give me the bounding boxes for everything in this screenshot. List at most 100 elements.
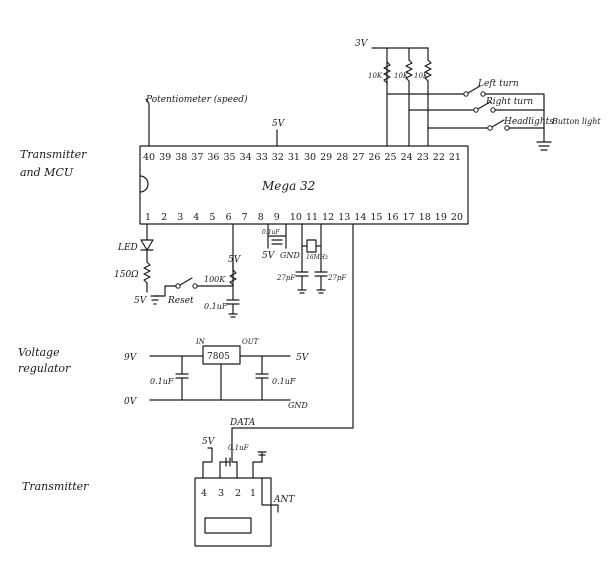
resistor-150	[143, 261, 151, 293]
mcu-pin-label: 4	[193, 212, 199, 223]
mcu-pin-label: 33	[256, 152, 268, 163]
mcu-pin-label: 24	[401, 152, 413, 163]
reg-cap-in-label: 0.1uF	[150, 377, 174, 386]
mcu-pin-label: 29	[320, 152, 332, 163]
reg-gnd-label: GND	[288, 401, 308, 410]
switch-headlights-contact-a	[487, 125, 493, 131]
regulator-label: 7805	[207, 352, 230, 362]
resistor-10k-2	[424, 59, 432, 99]
data-line	[231, 223, 354, 439]
ground-reset	[150, 295, 160, 305]
mcu-pin-label: 6	[226, 212, 232, 223]
reg-cap-out-label: 0.1uF	[272, 377, 296, 386]
chip-notch	[139, 175, 149, 193]
crystal-label: 16MHz	[306, 254, 329, 261]
tx-5v-label: 5V	[202, 437, 216, 447]
crystal-oscillator: 16MHz 27pF 27pF	[276, 223, 347, 294]
right-turn-label: Right turn	[485, 97, 533, 107]
reset-circuit: Reset 5V 100K 0.1uF	[150, 223, 242, 318]
cap27-right-label: 27pF	[327, 274, 347, 282]
mcu-pin-label: 13	[338, 212, 350, 223]
mcu-pin-label: 12	[322, 212, 334, 223]
pin10-cap-label: 0.1uF	[262, 229, 280, 236]
tx-pin-2: 2	[235, 488, 241, 499]
section-label-mcu-1: Transmitter	[20, 148, 87, 161]
pin11-gnd-label: GND	[280, 251, 300, 260]
pin32-vcc-label: 5V	[272, 119, 286, 129]
chip-label: Mega 32	[261, 179, 315, 193]
mcu-pin-label: 8	[258, 212, 264, 223]
ant-label: ANT	[273, 495, 295, 505]
reset-switch-contact-a	[175, 283, 181, 289]
section-label-regulator-1: Voltage	[18, 346, 60, 359]
mcu-pin-label: 16	[387, 212, 399, 223]
pin10-11-decoupling: 0.1uF 5V GND	[262, 223, 300, 261]
led-label: LED	[117, 243, 138, 253]
tx-pin-1: 1	[250, 488, 256, 499]
r10k-label-2: 10K	[414, 72, 429, 80]
switch-left-turn-contact-a	[463, 91, 469, 97]
reset-label: Reset	[167, 296, 194, 306]
mcu-pin-label: 27	[352, 152, 364, 163]
r100k-label: 100K	[204, 275, 226, 284]
mcu-pin-label: 35	[224, 152, 236, 163]
mcu-pin-label: 17	[403, 212, 415, 223]
potentiometer-label: Potentiometer (speed)	[145, 94, 248, 105]
reset-5v-label: 5V	[228, 255, 242, 265]
mcu-pin-label: 28	[336, 152, 348, 163]
r150-label: 150Ω	[114, 270, 139, 280]
v9-label: 9V	[124, 353, 138, 363]
mcu-pin-label: 5	[209, 212, 215, 223]
r10k-label-1: 10K	[394, 72, 409, 80]
mcu-pin-label: 3	[177, 212, 183, 223]
mcu-pin-label: 39	[159, 152, 171, 163]
mcu-pin-label: 26	[368, 152, 380, 163]
mcu-pin-label: 34	[240, 152, 252, 163]
v0-label: 0V	[124, 397, 138, 407]
mcu-pin-label: 7	[242, 212, 248, 223]
mcu-pin-label: 14	[354, 212, 366, 223]
mcu-pin-label: 25	[385, 152, 397, 163]
section-label-transmitter: Transmitter	[22, 480, 89, 493]
ground-switches	[536, 141, 552, 151]
transmitter-body	[194, 477, 272, 547]
mcu-pin-label: 40	[143, 152, 155, 163]
led-gnd-5v-label: 5V	[134, 296, 148, 306]
section-label-regulator-2: regulator	[18, 362, 71, 375]
mcu-pin-label: 36	[207, 152, 219, 163]
mcu-pin-label: 38	[175, 152, 187, 163]
mcu-pin-label: 30	[304, 152, 316, 163]
switch-pullup-network: 3V 10K 10K 10K Left turn Right turn Head…	[355, 39, 601, 151]
mcu-pin-label: 37	[191, 152, 203, 163]
reset-cap-label: 0.1uF	[204, 302, 228, 311]
out-label: OUT	[242, 338, 260, 346]
pin32-vcc: 5V	[272, 119, 286, 147]
mcu-pin-label: 31	[288, 152, 300, 163]
headlights-label: Headlights	[503, 117, 554, 127]
vcc-3v-label: 3V	[355, 39, 369, 49]
tx-cap-label: 0.1uF	[228, 444, 250, 452]
left-turn-label: Left turn	[477, 79, 519, 89]
mcu-pin-label: 18	[419, 212, 431, 223]
button-light-label: Button light	[551, 117, 601, 126]
mcu-pin-label: 32	[272, 152, 284, 163]
section-label-mcu-2: and MCU	[20, 166, 74, 179]
voltage-regulator: 7805 9V IN OUT 5V 0.1uF 0.1uF 0V GND	[124, 338, 310, 410]
in-label: IN	[195, 338, 206, 346]
reg-5v-label: 5V	[296, 353, 310, 363]
resistor-10k-0	[383, 61, 391, 84]
transmitter-chip	[204, 517, 252, 534]
mcu-pin-label: 10	[290, 212, 302, 223]
tx-cap	[225, 457, 231, 467]
mcu-pin-label: 20	[451, 212, 463, 223]
potentiometer-input: Potentiometer (speed)	[145, 94, 248, 147]
resistor-10k-1	[405, 59, 413, 99]
data-label: DATA	[229, 418, 256, 428]
r10k-label-0: 10K	[368, 72, 383, 80]
mcu-pin-label: 22	[433, 152, 445, 163]
led-symbol	[140, 239, 154, 251]
mcu-pin-label: 15	[370, 212, 382, 223]
